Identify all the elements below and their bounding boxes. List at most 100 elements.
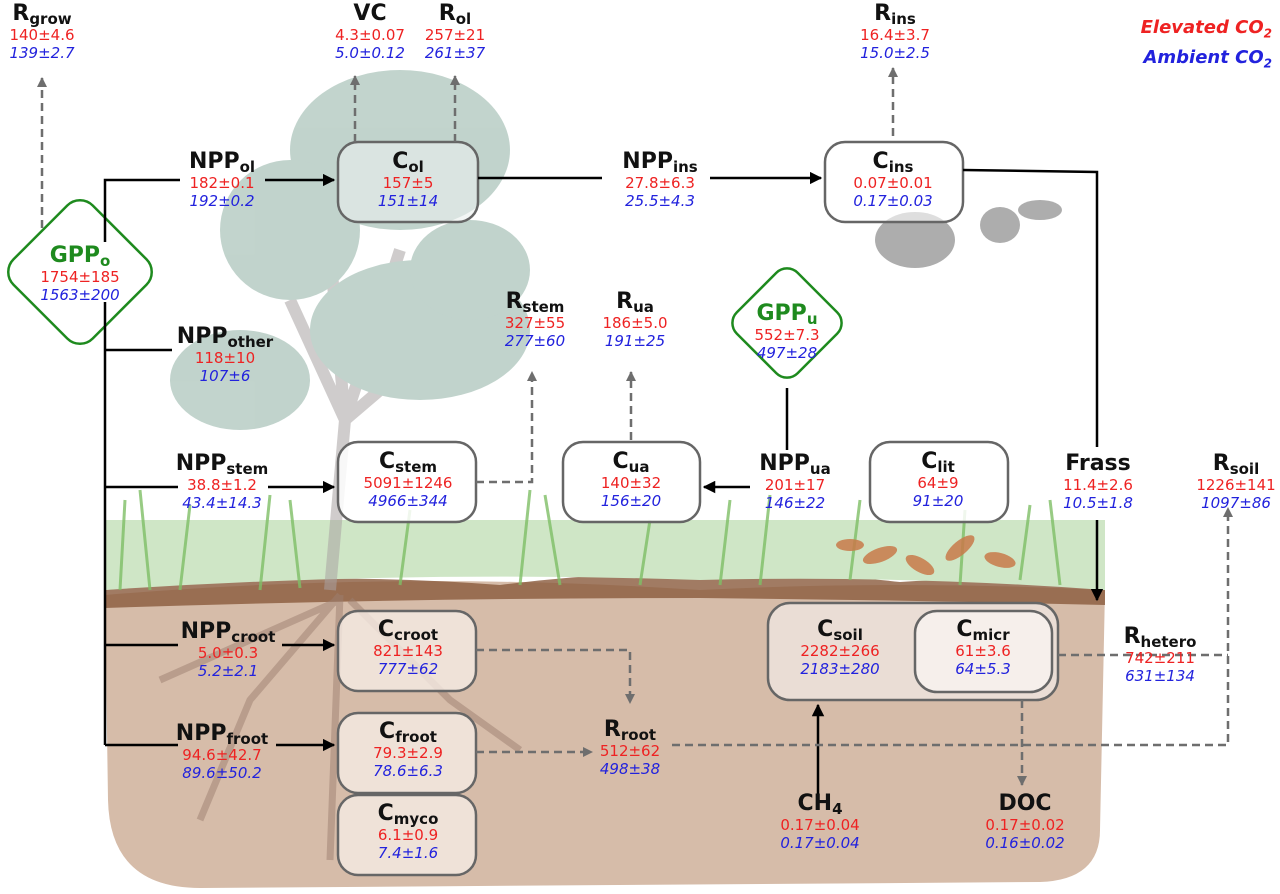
node-title: Rhetero xyxy=(1123,624,1197,651)
elevated-value: 5.0±0.3 xyxy=(197,644,259,662)
gppo-diamond[interactable] xyxy=(1,193,159,351)
legend: Elevated CO2 Ambient CO2 xyxy=(1141,16,1272,75)
ambient-value: 498±38 xyxy=(599,760,661,778)
node-title-sub: grow xyxy=(29,10,72,28)
ambient-value: 631±134 xyxy=(1125,667,1195,685)
legend-ambient-sub: 2 xyxy=(1263,56,1272,71)
pool-box-cua[interactable] xyxy=(561,440,702,524)
node-title: CH4 xyxy=(780,791,859,818)
node-title-base: R xyxy=(438,1,456,26)
gppu-diamond[interactable] xyxy=(726,262,848,384)
ambient-value: 7.4±1.6 xyxy=(377,844,439,862)
node-title-sub: u xyxy=(806,310,818,328)
ambient-value: 139±2.7 xyxy=(9,44,75,62)
node-title-base: DOC xyxy=(998,791,1052,816)
ambient-value: 5.0±0.12 xyxy=(335,44,405,62)
node-title: NPPol xyxy=(189,150,255,175)
elevated-value: 0.17±0.04 xyxy=(780,816,860,834)
node-title: NPPfroot xyxy=(175,721,269,748)
elevated-value: 201±17 xyxy=(764,476,826,494)
node-title-base: NPP xyxy=(176,324,228,349)
node-title-sub: froot xyxy=(395,728,437,746)
node-title-sub: ins xyxy=(888,158,914,176)
node-title: Rgrow xyxy=(9,1,74,28)
node-title-base: C xyxy=(872,149,889,174)
elevated-value: 186±5.0 xyxy=(602,314,668,332)
node-title: Csoil xyxy=(800,617,879,644)
node-title-sub: froot xyxy=(226,730,269,748)
elevated-value: 257±21 xyxy=(424,26,486,44)
elevated-value: 0.17±0.02 xyxy=(985,816,1065,834)
node-title-base: VC xyxy=(353,1,387,26)
pool-box-cmicr[interactable] xyxy=(913,609,1054,694)
node-title-base: CH xyxy=(797,791,833,816)
node-title: Rsoil xyxy=(1196,451,1275,477)
pool-box-col[interactable] xyxy=(336,140,480,224)
elevated-value: 157±5 xyxy=(382,174,434,192)
node-title-sub: stem xyxy=(522,298,565,316)
node-title-sub: micr xyxy=(972,626,1010,644)
pool-box-cins[interactable] xyxy=(823,140,965,224)
elevated-value: 742±211 xyxy=(1125,649,1195,667)
node-title-base: R xyxy=(1212,451,1230,476)
elevated-value: 552±7.3 xyxy=(754,326,820,344)
node-title-base: R xyxy=(874,1,892,26)
ambient-value: 43.4±14.3 xyxy=(182,494,262,512)
node-title-sub: stem xyxy=(226,460,269,478)
elevated-value: 182±0.1 xyxy=(189,174,255,192)
node-title-sub: soil xyxy=(833,626,863,644)
ambient-value: 156±20 xyxy=(600,492,662,510)
node-title-base: NPP xyxy=(759,451,810,476)
ambient-value: 5.2±2.1 xyxy=(197,662,259,680)
ambient-value: 4966±344 xyxy=(368,492,448,510)
elevated-value: 94.6±42.7 xyxy=(182,746,262,764)
node-title-sub: hetero xyxy=(1140,633,1197,651)
elevated-value: 2282±266 xyxy=(800,642,880,660)
elevated-value: 140±32 xyxy=(600,474,662,492)
elevated-value: 512±62 xyxy=(599,742,661,760)
ambient-value: 2183±280 xyxy=(800,660,880,678)
node-title-sub: ua xyxy=(628,458,650,476)
ambient-value: 64±5.3 xyxy=(955,660,1011,678)
pool-box-clit[interactable] xyxy=(868,440,1010,524)
node-title: GPPu xyxy=(754,302,819,328)
node-title-sub: ua xyxy=(809,460,831,478)
node-title: Cstem xyxy=(364,450,453,476)
legend-elevated: Elevated CO2 xyxy=(1141,16,1272,46)
node-title-base: R xyxy=(616,289,634,314)
node-title-base: C xyxy=(377,801,394,826)
elevated-value: 64±9 xyxy=(917,474,959,492)
elevated-value: 61±3.6 xyxy=(955,642,1011,660)
ambient-value: 91±20 xyxy=(912,492,964,510)
node-title: Rstem xyxy=(505,289,565,316)
pool-box-cmyco[interactable] xyxy=(336,793,478,877)
legend-ambient: Ambient CO2 xyxy=(1141,46,1272,76)
node-title-base: NPP xyxy=(175,721,227,746)
node-title-base: R xyxy=(505,289,523,314)
node-title-base: C xyxy=(817,617,834,642)
node-title-base: R xyxy=(12,1,30,26)
node-title-base: R xyxy=(1123,624,1141,649)
node-title: Cmyco xyxy=(377,801,439,827)
node-title-sub: 4 xyxy=(832,800,843,818)
node-title-base: C xyxy=(956,617,973,642)
node-title-sub: stem xyxy=(395,458,438,476)
node-title: Rol xyxy=(425,1,485,27)
ambient-value: 0.17±0.04 xyxy=(780,834,860,852)
